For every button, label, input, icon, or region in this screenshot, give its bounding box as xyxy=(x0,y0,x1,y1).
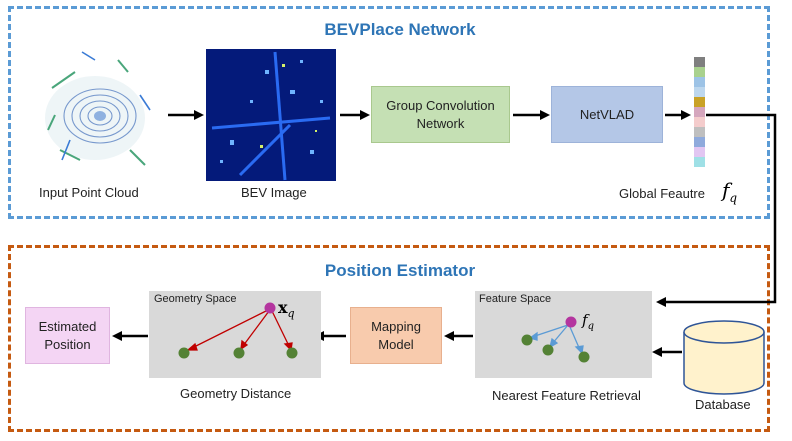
feature-cell xyxy=(694,137,705,147)
feature-cell xyxy=(694,87,705,97)
query-point xyxy=(264,302,276,314)
geometry-distance-label: Geometry Distance xyxy=(180,386,292,401)
feature-cell xyxy=(694,97,705,107)
feature-space-panel xyxy=(475,291,652,378)
group-convolution-label: Group Convolution Network xyxy=(386,97,495,131)
geometry-query-symbol: xq xyxy=(278,298,295,321)
point-cloud-image xyxy=(45,51,151,166)
estimated-position-box: Estimated Position xyxy=(25,307,110,364)
mapping-model-box: Mapping Model xyxy=(350,307,442,364)
group-convolution-box: Group Convolution Network xyxy=(371,86,510,143)
db-point xyxy=(521,334,533,346)
database-icon xyxy=(683,320,765,395)
netvlad-label: NetVLAD xyxy=(579,106,635,122)
query-point xyxy=(565,316,577,328)
db-point xyxy=(178,347,190,359)
feature-cell xyxy=(694,57,705,67)
geometry-space-panel xyxy=(149,291,321,378)
feature-cell xyxy=(694,77,705,87)
db-point xyxy=(542,344,554,356)
network-title: BEVPlace Network xyxy=(324,20,476,39)
bev-image xyxy=(206,49,336,181)
feature-cell xyxy=(694,117,705,127)
global-feature-symbol: fq xyxy=(722,178,738,205)
feature-cell xyxy=(694,107,705,117)
estimator-title: Position Estimator xyxy=(324,261,476,280)
estimated-position-label: Estimated Position xyxy=(38,318,97,352)
mapping-model-label: Mapping Model xyxy=(371,318,421,352)
input-point-cloud-label: Input Point Cloud xyxy=(39,185,139,200)
bev-image-label: BEV Image xyxy=(241,185,307,200)
geometry-space-label: Geometry Space xyxy=(154,293,237,305)
feature-cell xyxy=(694,157,705,167)
position-estimator-frame xyxy=(8,245,770,432)
global-feature-label: Global Feautre xyxy=(619,186,705,201)
feature-space-label: Feature Space xyxy=(479,293,552,305)
db-point xyxy=(233,347,245,359)
database-label: Database xyxy=(695,397,751,412)
netvlad-box: NetVLAD xyxy=(551,86,663,143)
nearest-feature-retrieval-label: Nearest Feature Retrieval xyxy=(492,388,641,403)
feature-query-symbol: fq xyxy=(582,311,594,332)
global-feature-vector xyxy=(694,57,705,167)
db-point xyxy=(578,351,590,363)
bevplace-network-frame xyxy=(8,6,770,219)
feature-cell xyxy=(694,67,705,77)
feature-cell xyxy=(694,127,705,137)
db-point xyxy=(286,347,298,359)
feature-cell xyxy=(694,147,705,157)
